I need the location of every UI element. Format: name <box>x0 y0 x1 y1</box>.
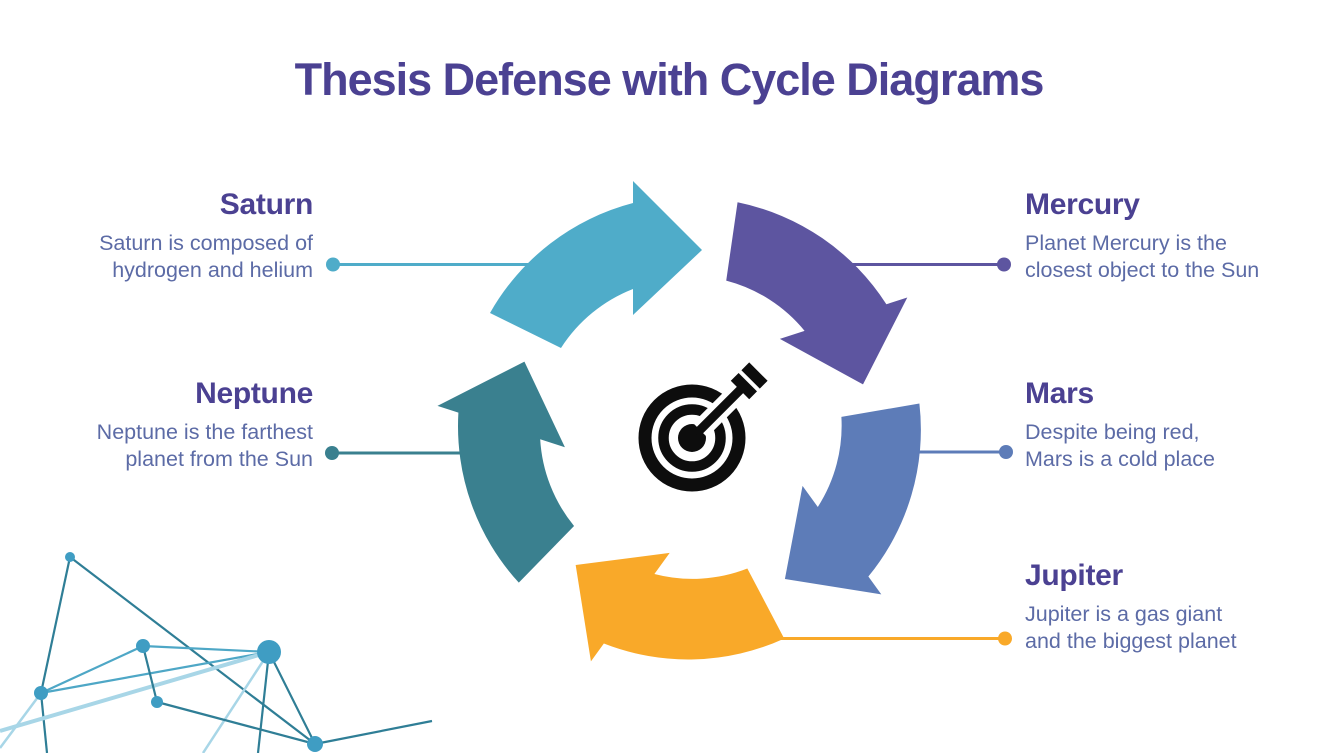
dart-feather <box>741 362 768 389</box>
planet-name: Mercury <box>1025 188 1140 221</box>
target-outer-ring <box>638 384 746 492</box>
arrow-neptune <box>437 361 575 583</box>
network-edge <box>141 645 159 703</box>
dart-feather <box>730 373 757 400</box>
arrow-jupiter <box>575 552 785 662</box>
connector-dot-neptune <box>325 446 339 460</box>
planet-description: Jupiter is a gas giant and the biggest p… <box>1025 602 1237 654</box>
label-jupiter: Jupiter Jupiter is a gas giant and the b… <box>1025 559 1338 656</box>
planet-name: Mars <box>1025 377 1094 410</box>
network-edge <box>0 692 43 749</box>
network-node <box>257 640 281 664</box>
network-decoration <box>0 552 433 753</box>
planet-description: Despite being red, Mars is a cold place <box>1025 420 1215 472</box>
network-edge <box>39 556 72 694</box>
network-edge <box>40 650 270 695</box>
connector-dot-mars <box>999 445 1013 459</box>
network-node <box>151 696 163 708</box>
planet-description: Planet Mercury is the closest object to … <box>1025 231 1260 283</box>
planet-description: Neptune is the farthest planet from the … <box>96 420 313 472</box>
connector-dot-saturn <box>326 257 340 272</box>
network-edge <box>268 651 316 745</box>
network-node <box>136 639 150 653</box>
network-edge <box>69 556 316 745</box>
label-saturn: Saturn Saturn is composed of hydrogen an… <box>0 188 313 285</box>
slide-title: Thesis Defense with Cycle Diagrams <box>294 54 1045 105</box>
network-edge <box>40 645 144 694</box>
network-node <box>34 686 48 700</box>
target-dart-icon <box>638 356 774 492</box>
label-mars: Mars Despite being red, Mars is a cold p… <box>1025 377 1338 474</box>
connector-dot-jupiter <box>998 631 1012 646</box>
network-edge <box>156 700 316 746</box>
label-mercury: Mercury Planet Mercury is the closest ob… <box>1025 188 1338 285</box>
network-edge <box>256 651 271 753</box>
target-middle-ring <box>658 404 726 472</box>
arrow-mercury <box>726 202 908 385</box>
network-edge <box>142 644 270 654</box>
planet-name: Jupiter <box>1025 559 1123 592</box>
arrow-mars <box>784 403 921 595</box>
dart-shaft <box>692 382 748 438</box>
network-node <box>307 736 323 752</box>
network-edge <box>201 651 271 753</box>
planet-name: Neptune <box>195 377 313 410</box>
network-node <box>65 552 75 562</box>
connectors <box>325 257 1013 646</box>
planet-name: Saturn <box>219 188 314 221</box>
cycle-arrows <box>437 181 921 662</box>
planet-description: Saturn is composed of hydrogen and heliu… <box>99 231 313 283</box>
network-edge <box>314 719 433 746</box>
label-neptune: Neptune Neptune is the farthest planet f… <box>0 377 314 474</box>
connector-dot-mercury <box>997 257 1011 272</box>
arrow-saturn <box>490 181 702 348</box>
network-edge <box>0 650 270 733</box>
network-edge <box>39 692 49 753</box>
